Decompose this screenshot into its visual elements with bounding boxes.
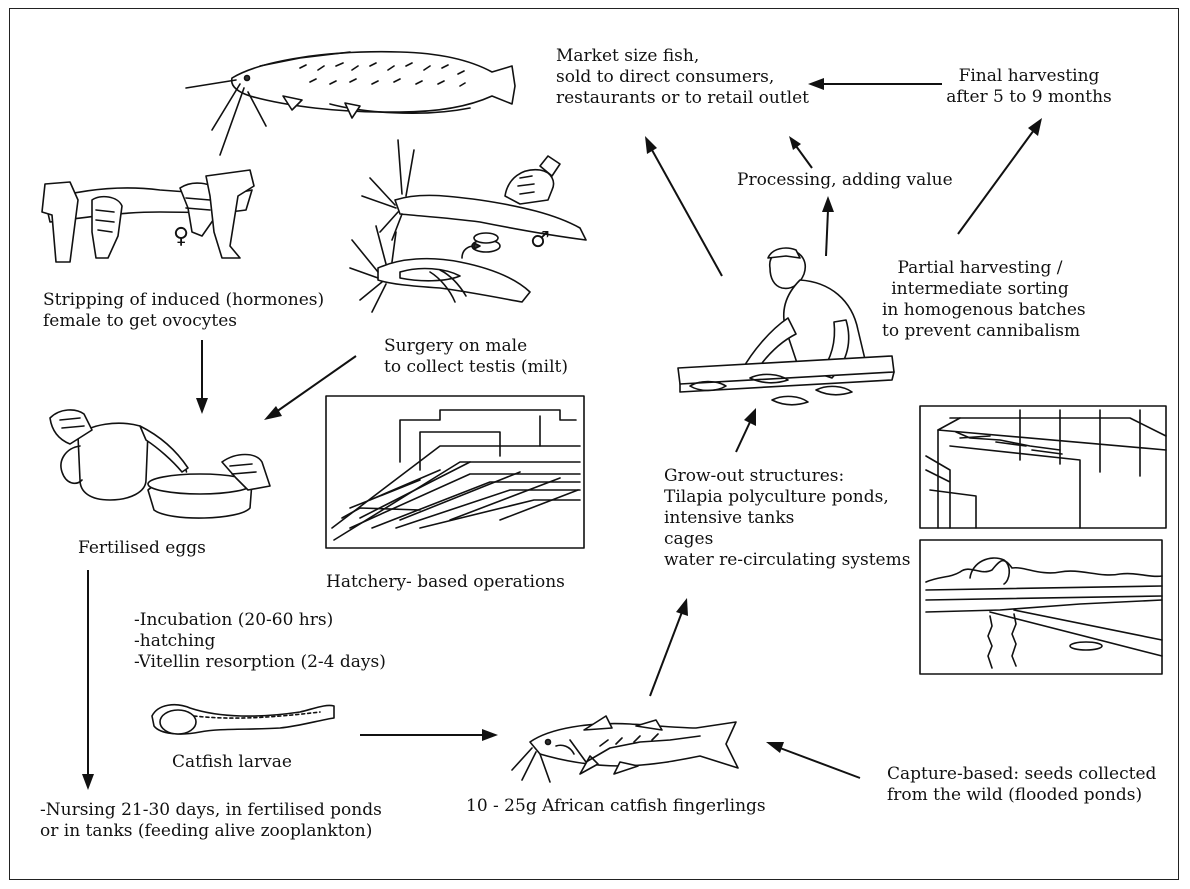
- growout-line: Tilapia polyculture ponds,: [664, 487, 910, 508]
- female-symbol: ♀: [173, 226, 189, 247]
- arrow-larvae-to-fingerling: [360, 729, 498, 741]
- fingerlings-label: 10 - 25g African catfish fingerlings: [466, 796, 766, 817]
- partial-harvest-line: Partial harvesting /: [882, 258, 1078, 279]
- arrow-male-to-eggs: [264, 356, 356, 420]
- nursing-line: -Nursing 21-30 days, in fertilised ponds: [40, 800, 382, 821]
- arrow-capture-to-fingerling: [766, 742, 860, 778]
- nursing-label: -Nursing 21-30 days, in fertilised ponds…: [40, 800, 382, 842]
- partial-harvest-line: in homogenous batches: [882, 300, 1078, 321]
- larvae-label: Catfish larvae: [172, 752, 292, 773]
- market-label: Market size fish, sold to direct consume…: [556, 46, 809, 109]
- incubation-label: -Incubation (20-60 hrs) -hatching -Vitel…: [134, 610, 386, 673]
- growout-line: Grow-out structures:: [664, 466, 910, 487]
- growout-line: cages: [664, 529, 910, 550]
- surgery-line: Surgery on male: [384, 336, 568, 357]
- arrow-partial-to-final: [958, 118, 1042, 234]
- partial-harvest-line: intermediate sorting: [882, 279, 1078, 300]
- surgery-label: Surgery on male to collect testis (milt): [384, 336, 568, 378]
- stripping-line: female to get ovocytes: [43, 311, 324, 332]
- market-label-line: restaurants or to retail outlet: [556, 88, 809, 109]
- final-harvest-line: Final harvesting: [938, 66, 1120, 87]
- growout-label: Grow-out structures: Tilapia polyculture…: [664, 466, 910, 571]
- arrow-processing-to-market: [789, 136, 812, 168]
- capture-line: from the wild (flooded ponds): [887, 785, 1156, 806]
- incubation-line: -Vitellin resorption (2-4 days): [134, 652, 386, 673]
- partial-harvest-line: to prevent cannibalism: [882, 321, 1078, 342]
- partial-harvest-label: Partial harvesting / intermediate sortin…: [882, 258, 1078, 342]
- stripping-line: Stripping of induced (hormones): [43, 290, 324, 311]
- final-harvest-line: after 5 to 9 months: [938, 87, 1120, 108]
- stripping-label: Stripping of induced (hormones) female t…: [43, 290, 324, 332]
- capture-line: Capture-based: seeds collected: [887, 764, 1156, 785]
- processing-label: Processing, adding value: [737, 170, 953, 191]
- hatchery-label: Hatchery- based operations: [326, 572, 565, 593]
- arrow-fingerling-to-growout: [650, 598, 688, 696]
- arrow-farmer-to-processing: [822, 196, 834, 256]
- market-label-line: Market size fish,: [556, 46, 809, 67]
- arrow-eggs-to-nursing: [82, 570, 94, 790]
- arrow-female-to-eggs: [196, 340, 208, 414]
- market-label-line: sold to direct consumers,: [556, 67, 809, 88]
- nursing-line: or in tanks (feeding alive zooplankton): [40, 821, 382, 842]
- incubation-line: -hatching: [134, 631, 386, 652]
- capture-label: Capture-based: seeds collected from the …: [887, 764, 1156, 806]
- arrow-growout-to-farmer: [736, 408, 756, 452]
- arrow-farmer-to-market: [645, 136, 722, 276]
- male-symbol: ♂: [530, 230, 550, 251]
- final-harvest-label: Final harvesting after 5 to 9 months: [938, 66, 1120, 108]
- incubation-line: -Incubation (20-60 hrs): [134, 610, 386, 631]
- growout-line: water re-circulating systems: [664, 550, 910, 571]
- growout-line: intensive tanks: [664, 508, 910, 529]
- arrow-final-to-market: [808, 78, 942, 90]
- surgery-line: to collect testis (milt): [384, 357, 568, 378]
- fertilised-eggs-label: Fertilised eggs: [78, 538, 206, 559]
